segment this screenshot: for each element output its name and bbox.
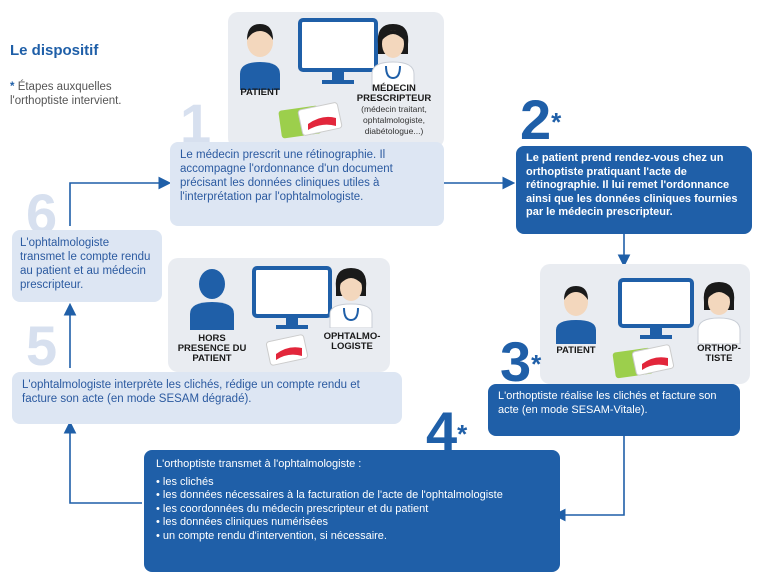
step1-text: Le médecin prescrit une rétinographie. I… [180,149,393,203]
step3-box: L'orthoptiste réalise les clichés et fac… [488,384,740,436]
step3-illustration-panel: PATIENT ORTHOP-TISTE [540,264,750,384]
list-item: les données cliniques numérisées [156,516,548,530]
monitor-icon [252,266,332,329]
monitor-icon [298,18,378,84]
legend-star: * [10,81,15,93]
step2-star: * [551,107,562,137]
ophthalmologist-icon [329,268,373,328]
health-card-icon [612,344,675,379]
list-item: les données nécessaires à la facturation… [156,489,548,503]
step2-box: Le patient prend rendez-vous chez un ort… [516,146,752,234]
legend: * Étapes auxquelles l'orthoptiste interv… [10,80,160,108]
health-card-icon [265,334,309,366]
list-item: les clichés [156,476,548,490]
step1-illustration-panel: PATIENT MÉDECIN PRESCRIPTEUR (médecin tr… [228,12,444,148]
step3-text: L'orthoptiste réalise les clichés et fac… [498,390,717,416]
step3-patient-label: PATIENT [556,345,596,356]
step3-number-value: 3 [500,330,532,393]
step3-star: * [531,349,542,379]
doctor-label-main: MÉDECIN PRESCRIPTEUR [356,83,432,104]
step3-ortho-label: ORTHOP-TISTE [697,343,741,364]
list-item: les coordonnées du médecin prescripteur … [156,503,548,517]
step5-text: L'ophtalmologiste interprète les clichés… [22,379,360,405]
absent-patient-icon [190,269,234,330]
step6-text: L'ophtalmologiste transmet le compte ren… [20,237,151,291]
patient-icon [240,24,280,90]
health-card-icon [278,102,343,139]
diagram-title: Le dispositif [10,42,99,59]
arrow-3-to-4 [552,432,625,522]
step4-star: * [457,419,468,449]
step1-patient-label: PATIENT [240,87,280,98]
patient-icon [556,286,596,344]
step5-ophtalmo-label: OPHTALMO-LOGISTE [323,331,381,352]
step1-box: Le médecin prescrit une rétinographie. I… [170,142,444,226]
legend-text: Étapes auxquelles l'orthoptiste intervie… [10,81,122,107]
step5-illustration-panel: HORS PRESENCE DU PATIENT OPHTALMO-LOGIST… [168,258,390,372]
step2-number-value: 2 [520,88,552,151]
step2-number: 2* [520,92,561,148]
step5-number: 5 [26,314,58,377]
step4-intro: L'orthoptiste transmet à l'ophtalmologis… [156,458,362,470]
arrow-6-to-1 [69,176,172,226]
step1-doctor-label: MÉDECIN PRESCRIPTEUR (médecin traitant, … [346,84,442,137]
doctor-icon [371,24,415,90]
arrow-4-to-5 [63,420,142,504]
step2-text: Le patient prend rendez-vous chez un ort… [526,152,738,218]
monitor-icon [618,278,694,339]
step5-hors-label: HORS PRESENCE DU PATIENT [177,333,247,364]
step4-list: les clichés les données nécessaires à la… [156,476,548,544]
step3-number: 3* [500,334,541,390]
list-item: un compte rendu d'intervention, si néces… [156,530,548,544]
step4-box: L'orthoptiste transmet à l'ophtalmologis… [144,450,560,572]
doctor-label-sub: (médecin traitant, ophtalmologiste, diab… [361,104,427,136]
step5-box: L'ophtalmologiste interprète les clichés… [12,372,402,424]
orthoptist-icon [697,282,741,344]
step6-box: L'ophtalmologiste transmet le compte ren… [12,230,162,302]
